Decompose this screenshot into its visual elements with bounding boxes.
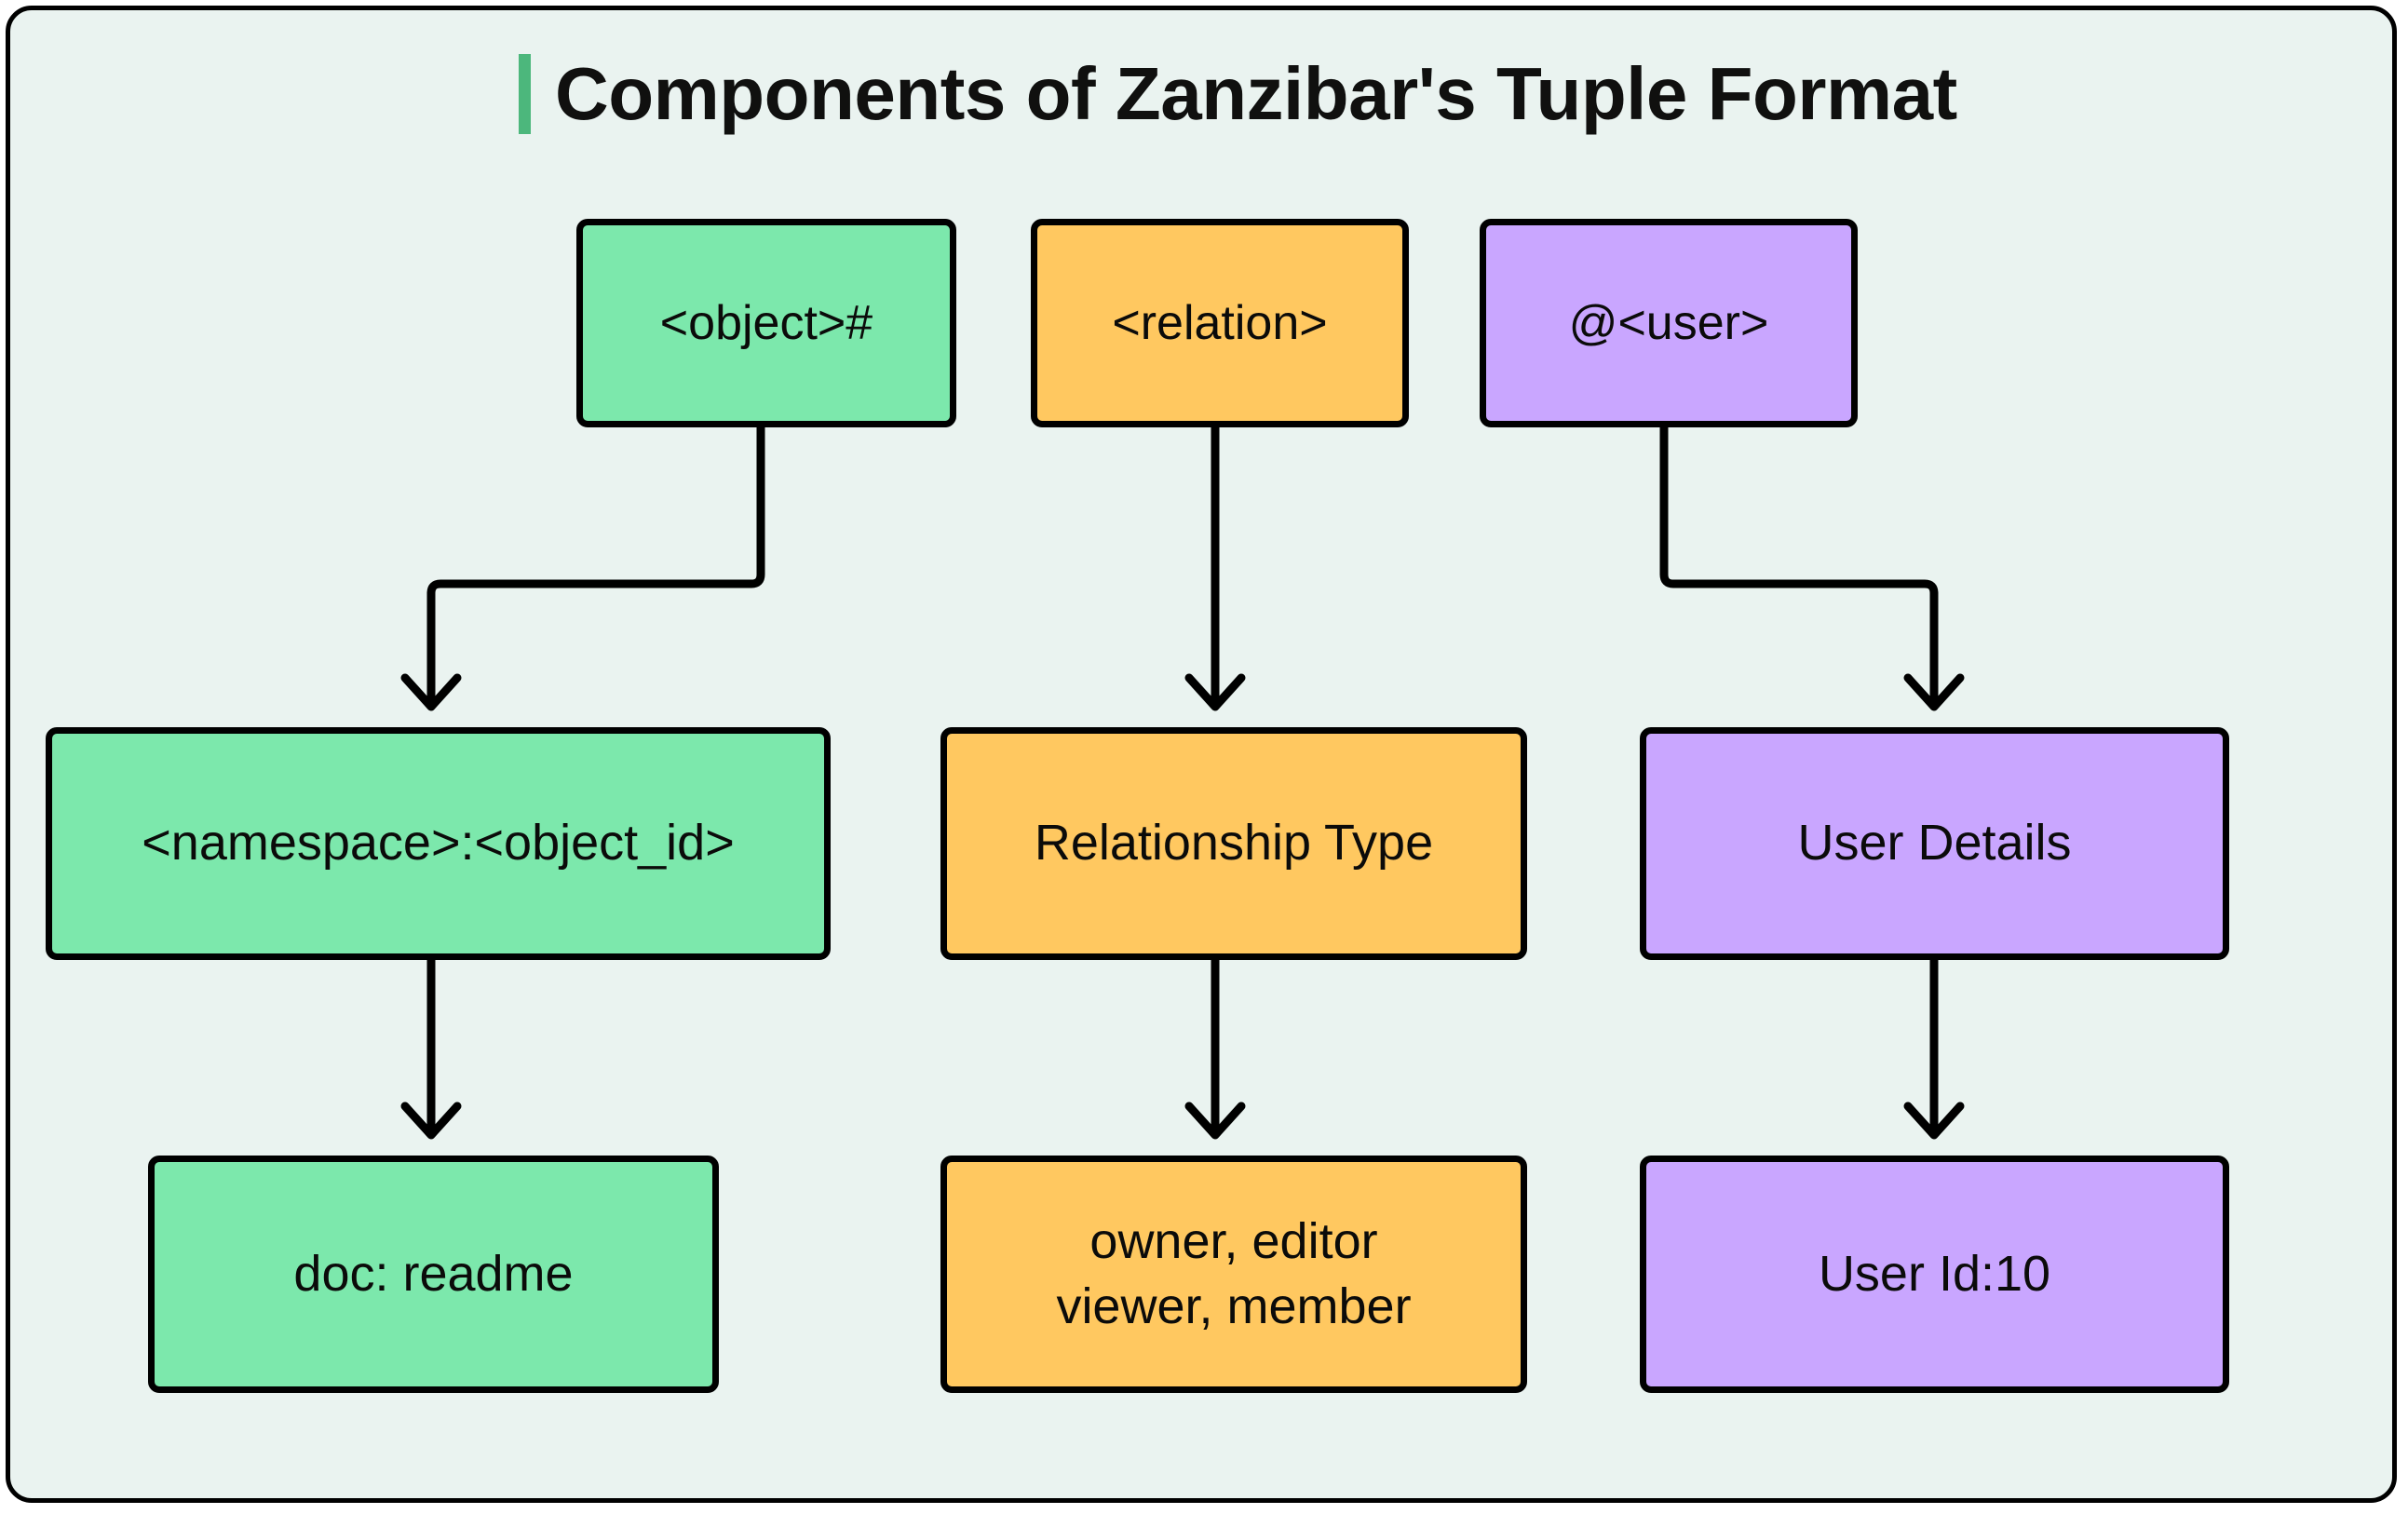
node-user-meaning-label: User Details [1797, 815, 2072, 872]
diagram-frame: Components of Zanzibar's Tuple Format [6, 6, 2397, 1503]
node-user-example-label: User Id:10 [1818, 1245, 2051, 1302]
title-accent-bar [519, 54, 531, 134]
node-object-example-label: doc: readme [293, 1245, 574, 1302]
edge-relation-meaning-to-relation-example [1184, 954, 1246, 1140]
edge-object-token-to-object-meaning [400, 422, 765, 711]
node-user-meaning[interactable]: User Details [1640, 727, 2229, 960]
node-object-meaning-label: <namespace>:<object_id> [142, 815, 735, 872]
node-relation-example[interactable]: owner, editor viewer, member [940, 1156, 1527, 1393]
node-object-token[interactable]: <object># [576, 219, 956, 427]
node-user-token[interactable]: @<user> [1480, 219, 1858, 427]
node-relation-example-label: owner, editor viewer, member [1056, 1213, 1412, 1334]
edge-object-meaning-to-object-example [400, 954, 462, 1140]
node-relation-meaning[interactable]: Relationship Type [940, 727, 1527, 960]
title-text: Components of Zanzibar's Tuple Format [555, 52, 1957, 135]
edge-relation-token-to-relation-meaning [1184, 422, 1246, 711]
edge-user-meaning-to-user-example [1903, 954, 1965, 1140]
node-user-example[interactable]: User Id:10 [1640, 1156, 2229, 1393]
node-object-token-label: <object># [659, 295, 873, 350]
edge-user-token-to-user-meaning [1659, 422, 1965, 711]
page-title: Components of Zanzibar's Tuple Format [519, 46, 1957, 142]
node-relation-token[interactable]: <relation> [1031, 219, 1409, 427]
node-user-token-label: @<user> [1568, 295, 1769, 350]
node-object-example[interactable]: doc: readme [148, 1156, 719, 1393]
node-relation-meaning-label: Relationship Type [1034, 815, 1434, 872]
node-relation-token-label: <relation> [1112, 295, 1328, 350]
node-object-meaning[interactable]: <namespace>:<object_id> [46, 727, 831, 960]
